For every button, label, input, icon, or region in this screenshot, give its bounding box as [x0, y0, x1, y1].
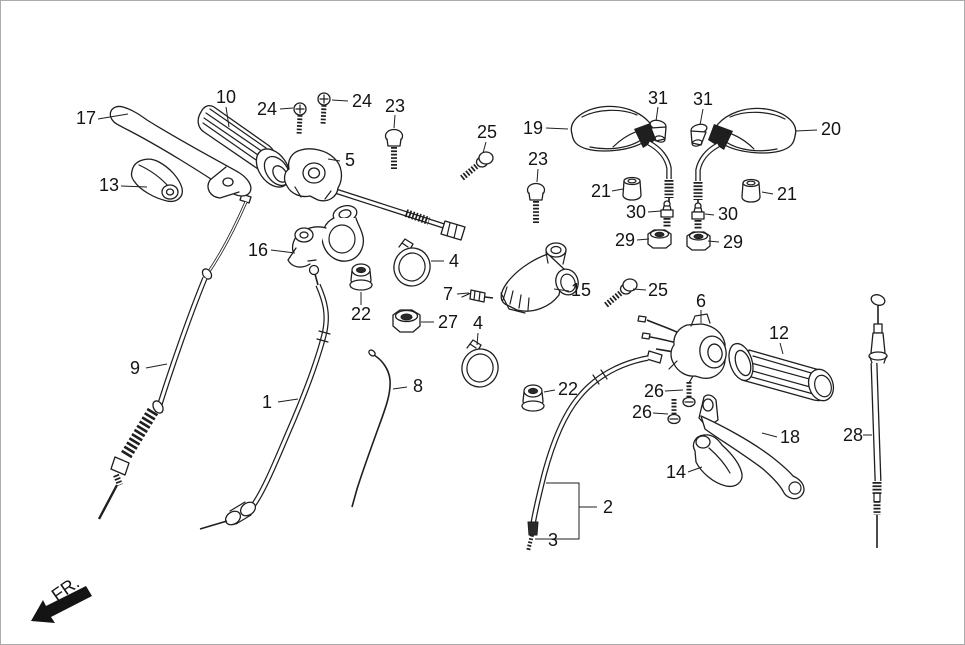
part-24-screw-a	[293, 102, 307, 136]
part-label-25-a: 25	[477, 122, 497, 142]
part-24-screw-b	[318, 93, 330, 125]
part-21-cap-b	[741, 178, 761, 203]
part-label-21-a: 21	[591, 181, 611, 201]
part-label-31-b: 31	[693, 89, 713, 109]
part-6-switch-housing	[637, 313, 727, 384]
part-label-8: 8	[413, 376, 423, 396]
part-12-grip-left	[728, 342, 835, 402]
part-14-lever-cover-right	[692, 434, 743, 488]
part-label-6: 6	[696, 291, 706, 311]
part-17-brake-lever-left	[109, 105, 252, 199]
part-label-30-a: 30	[626, 202, 646, 222]
part-31-boot-a	[649, 119, 667, 143]
part-label-26-a: 26	[644, 381, 664, 401]
part-label-17: 17	[76, 108, 96, 128]
part-2-cable	[526, 350, 663, 552]
part-26-bolt-a	[682, 382, 696, 408]
direction-indicator: FR.	[31, 572, 92, 623]
part-29-nut-a	[647, 229, 672, 249]
part-28-clutch-cable	[868, 294, 888, 548]
part-13-lever-cover-left	[130, 158, 183, 203]
callout-bracket-2-3	[535, 482, 597, 540]
part-label-14: 14	[666, 462, 686, 482]
part-label-16: 16	[248, 240, 268, 260]
part-5-throttle-housing	[283, 148, 466, 241]
part-4-clamp-a	[393, 238, 431, 287]
part-29-nut-b	[686, 231, 711, 251]
callout-labels: 17 13 10 24 24 23 25 5 16 19 31 31 20 21…	[76, 87, 863, 550]
part-label-22-a: 22	[351, 304, 371, 324]
part-label-13: 13	[99, 175, 119, 195]
leader-lines	[97, 99, 872, 540]
part-label-12: 12	[769, 323, 789, 343]
part-label-1: 1	[262, 392, 272, 412]
part-label-4-a: 4	[449, 251, 459, 271]
part-label-7: 7	[443, 284, 453, 304]
part-26-bolt-b	[668, 399, 680, 424]
part-label-27: 27	[438, 312, 458, 332]
part-label-20: 20	[821, 119, 841, 139]
part-label-26-b: 26	[632, 402, 652, 422]
part-label-28: 28	[843, 425, 863, 445]
part-label-4-b: 4	[473, 313, 483, 333]
part-25-screw-b	[606, 279, 637, 305]
part-label-29-a: 29	[615, 230, 635, 250]
part-30-adapter-b	[692, 203, 704, 229]
part-label-25-b: 25	[648, 280, 668, 300]
part-3-cable-end	[526, 521, 539, 552]
part-21-cap-a	[622, 176, 642, 201]
part-label-15: 15	[571, 280, 591, 300]
part-label-5: 5	[345, 150, 355, 170]
part-label-30-b: 30	[718, 204, 738, 224]
part-label-10: 10	[216, 87, 236, 107]
part-10-throttle-grip	[197, 105, 291, 188]
part-label-24-b: 24	[352, 91, 372, 111]
part-label-22-b: 22	[558, 379, 578, 399]
part-label-31-a: 31	[648, 88, 668, 108]
part-label-23-b: 23	[528, 149, 548, 169]
part-16-handlebar-clamp	[287, 205, 365, 268]
part-label-18: 18	[780, 427, 800, 447]
part-label-23-a: 23	[385, 96, 405, 116]
part-19-mirror-left	[570, 105, 674, 204]
part-1-throttle-cable	[199, 264, 331, 530]
part-27-nut	[392, 309, 421, 333]
part-7-pin	[461, 289, 494, 303]
part-4-clamp-b	[457, 339, 503, 392]
part-22-grommet-a	[349, 263, 373, 291]
part-label-29-b: 29	[723, 232, 743, 252]
part-18-brake-lever-right	[698, 394, 805, 500]
fr-arrow-icon	[31, 586, 92, 623]
part-25-screw-a	[460, 151, 494, 181]
part-22-grommet-b	[521, 384, 545, 412]
part-9-throttle-cable	[97, 193, 252, 520]
part-label-19: 19	[523, 118, 543, 138]
part-label-9: 9	[130, 358, 140, 378]
part-label-2: 2	[603, 497, 613, 517]
part-label-24-a: 24	[257, 99, 277, 119]
part-15-lever-bracket	[500, 242, 579, 314]
part-label-21-b: 21	[777, 184, 797, 204]
part-23-bolt-a	[384, 128, 404, 169]
part-label-3: 3	[548, 530, 558, 550]
part-8-wire	[351, 349, 391, 508]
part-30-adapter-a	[660, 200, 674, 227]
part-23-bolt-b	[528, 184, 545, 224]
part-31-boot-b	[689, 122, 709, 148]
